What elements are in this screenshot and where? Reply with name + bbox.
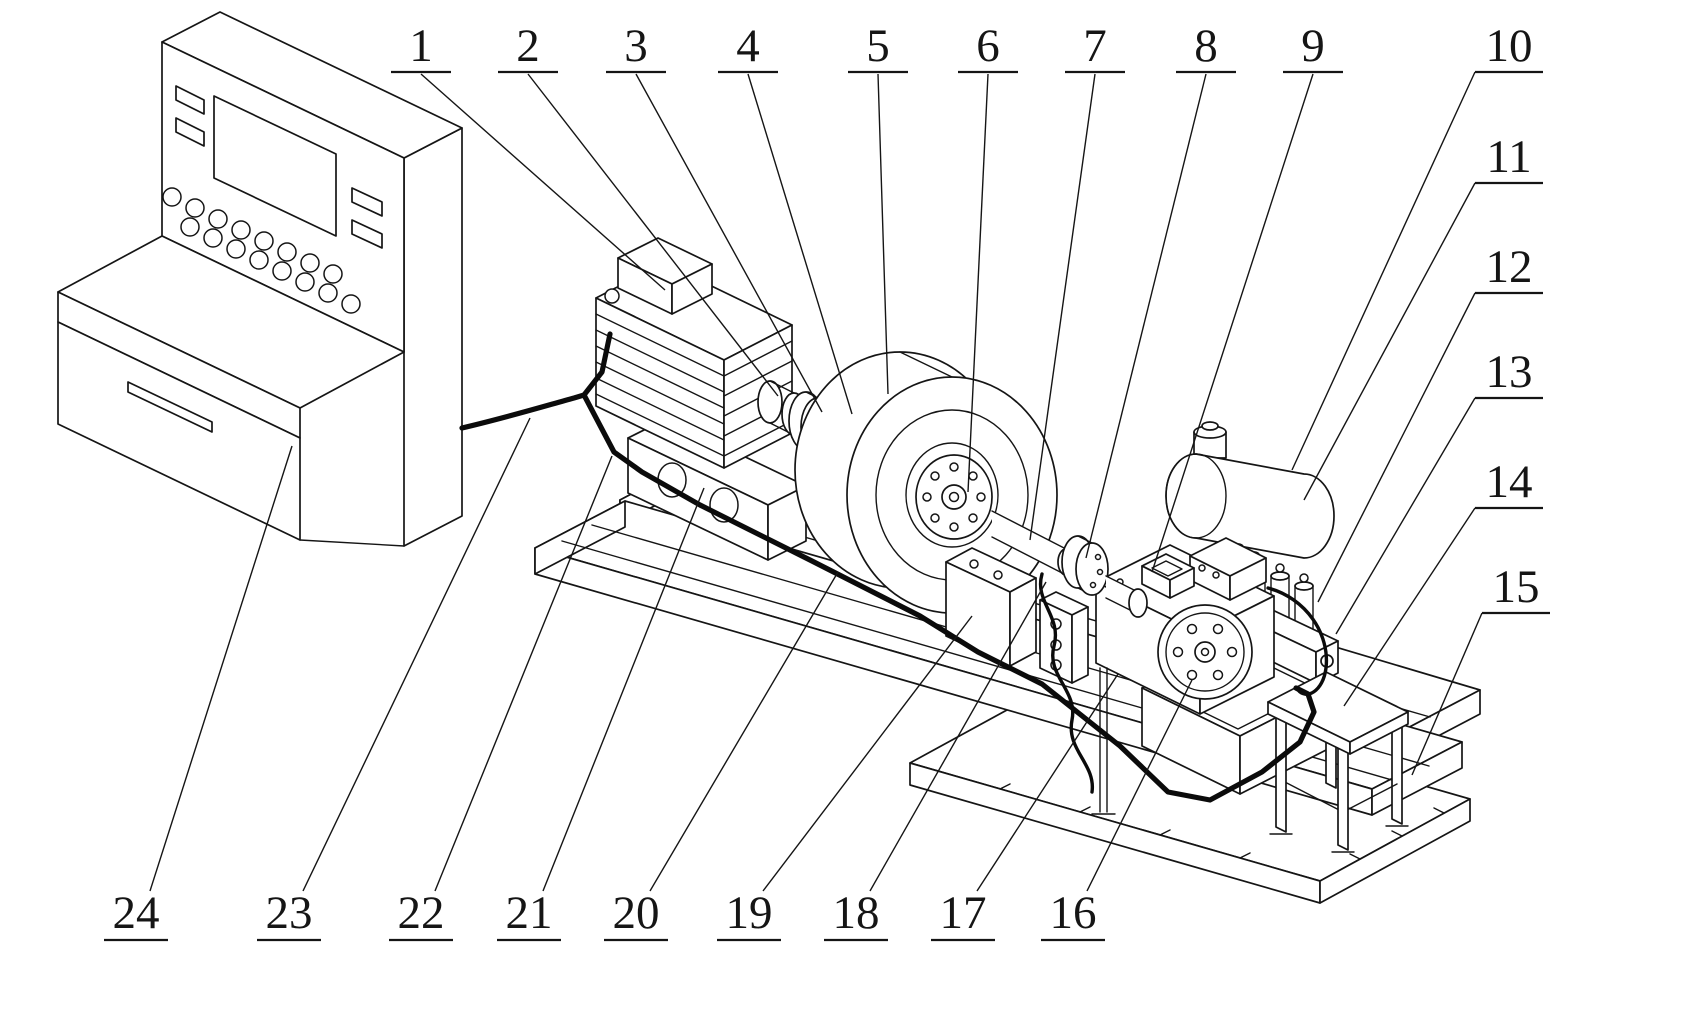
tslot-marks — [999, 783, 1445, 860]
console-right-face — [403, 127, 463, 547]
leader-line-17 — [976, 673, 1119, 892]
part-label-21: 21 — [506, 887, 553, 939]
part-label-12: 12 — [1486, 241, 1533, 293]
part-label-1: 1 — [409, 20, 433, 72]
torque-sensor — [1105, 575, 1148, 618]
part-label-14: 14 — [1486, 456, 1533, 508]
part-label-3: 3 — [624, 20, 648, 72]
power-cable — [581, 392, 1317, 803]
part-label-20: 20 — [613, 887, 660, 939]
leader-line-13 — [1335, 397, 1476, 635]
console-buttons — [162, 187, 361, 314]
indicator-slot — [351, 187, 383, 217]
leader-line-15 — [1411, 612, 1483, 776]
leader-line-12 — [1317, 292, 1476, 603]
leader-line-23 — [302, 417, 531, 892]
part-label-7: 7 — [1083, 20, 1107, 72]
part-label-2: 2 — [516, 20, 540, 72]
leader-line-20 — [649, 571, 839, 892]
hydraulic-hose — [1266, 586, 1329, 696]
leader-line-19 — [762, 615, 973, 892]
part-label-13: 13 — [1486, 346, 1533, 398]
leader-line-21 — [542, 487, 705, 892]
leader-line-6 — [967, 73, 989, 493]
part-label-22: 22 — [398, 887, 445, 939]
leader-line-9 — [1151, 73, 1314, 573]
leader-line-8 — [1085, 73, 1207, 559]
part-label-18: 18 — [833, 887, 880, 939]
indicator-slot — [175, 85, 205, 115]
part-label-15: 15 — [1493, 561, 1540, 613]
leader-line-3 — [635, 73, 823, 413]
brake-caliper — [1189, 537, 1267, 601]
sensor-cable — [1038, 572, 1094, 794]
part-label-23: 23 — [266, 887, 313, 939]
tank-filler-cap — [1193, 421, 1227, 459]
leader-line-14 — [1343, 507, 1476, 707]
leader-line-22 — [434, 455, 613, 892]
brake-disc — [1157, 604, 1253, 700]
oil-tank — [1165, 421, 1335, 559]
lifting-eye — [604, 288, 620, 304]
indicator-slot — [175, 117, 205, 147]
leader-line-2 — [527, 73, 779, 397]
part-label-17: 17 — [940, 887, 987, 939]
leader-line-16 — [1086, 679, 1193, 892]
motor-fins — [595, 313, 793, 457]
leader-line-5 — [877, 73, 889, 395]
control-console — [57, 11, 463, 547]
cables — [459, 331, 1329, 803]
leader-line-10 — [1291, 71, 1476, 471]
part-label-8: 8 — [1194, 20, 1218, 72]
part-label-16: 16 — [1050, 887, 1097, 939]
leader-line-1 — [420, 73, 666, 291]
console-screen — [213, 95, 337, 237]
part-label-6: 6 — [976, 20, 1000, 72]
part-label-10: 10 — [1486, 20, 1533, 72]
motor-terminal-box — [617, 237, 713, 315]
part-label-4: 4 — [736, 20, 760, 72]
part-label-9: 9 — [1301, 20, 1325, 72]
leader-line-7 — [1029, 73, 1096, 541]
part-label-19: 19 — [726, 887, 773, 939]
leader-line-4 — [747, 73, 853, 415]
flywheel-hub — [915, 454, 993, 540]
leader-line-18 — [869, 581, 1047, 892]
part-label-11: 11 — [1486, 131, 1531, 183]
console-drawer-handle — [127, 381, 213, 433]
indicator-slot — [351, 219, 383, 249]
console-signal-cable — [459, 331, 613, 431]
part-label-24: 24 — [113, 887, 160, 939]
leader-line-24 — [149, 445, 293, 892]
leader-line-11 — [1303, 182, 1476, 501]
part-label-5: 5 — [866, 20, 890, 72]
